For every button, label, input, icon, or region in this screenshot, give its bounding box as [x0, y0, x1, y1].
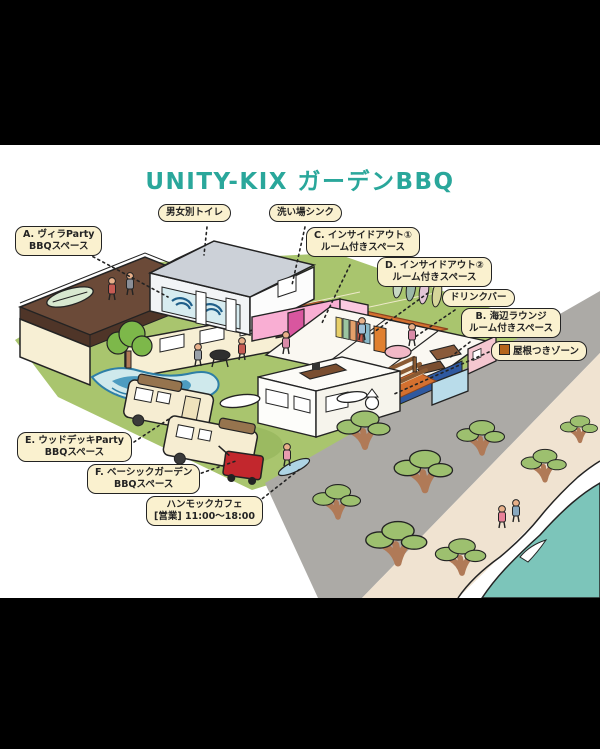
surfer	[277, 442, 311, 477]
label-sink: 洗い場シンク	[269, 204, 343, 222]
wood-table	[429, 344, 462, 361]
label-zone-d: D. インサイドアウト② ルーム付きスペース	[377, 257, 492, 287]
garden-tree	[106, 320, 153, 369]
label-zone-c: C. インサイドアウト① ルーム付きスペース	[306, 227, 420, 257]
label-zone-a-line2: BBQスペース	[29, 241, 89, 252]
label-zone-f-line1: F. ベーシックガーデン	[95, 467, 193, 478]
label-roofed-zone-text: 屋根つきゾーン	[513, 346, 580, 357]
label-zone-a: A. ヴィラParty BBQスペース	[15, 226, 103, 256]
sea	[481, 482, 600, 598]
label-sink-text: 洗い場シンク	[277, 207, 335, 218]
map-canvas: UNITY-KIX ガーデンBBQ	[0, 145, 600, 598]
round-table	[384, 344, 412, 360]
bbq-people	[193, 330, 291, 368]
hammock-cafe-building	[257, 356, 401, 438]
label-zone-c-line2: ルーム付きスペース	[320, 242, 405, 253]
label-toilet-text: 男女別トイレ	[166, 207, 224, 218]
red-cart	[218, 445, 264, 485]
label-hammock-cafe: ハンモックカフェ [営業] 11:00〜18:00	[146, 496, 263, 526]
label-drink-bar-text: ドリンクバー	[450, 292, 507, 303]
boat-on-roof	[46, 286, 94, 308]
label-zone-c-line1: C. インサイドアウト①	[314, 230, 412, 241]
label-zone-f-line2: BBQスペース	[113, 479, 174, 490]
label-zone-e: E. ウッドデッキParty BBQスペース	[17, 432, 132, 462]
letterbox-bottom	[0, 598, 600, 749]
rowboat	[219, 390, 368, 409]
label-hammock-cafe-line1: ハンモックカフェ	[166, 499, 243, 510]
garden-bbq-illustration	[15, 226, 600, 598]
label-zone-b-line1: B. 海辺ラウンジ	[475, 311, 547, 322]
label-zone-d-line2: ルーム付きスペース	[392, 272, 477, 283]
label-zone-b-line2: ルーム付きスペース	[469, 323, 554, 334]
label-zone-f: F. ベーシックガーデン BBQスペース	[87, 464, 201, 494]
label-toilet: 男女別トイレ	[158, 204, 232, 222]
cafe-counter	[298, 363, 348, 380]
road	[265, 291, 600, 598]
label-roofed-zone: 屋根つきゾーン	[491, 341, 588, 361]
leader-lines	[87, 226, 490, 503]
label-zone-e-line2: BBQスペース	[44, 447, 105, 458]
garden-rooms	[264, 306, 497, 406]
cafe-grill	[312, 363, 320, 370]
label-zone-d-line1: D. インサイドアウト②	[385, 260, 484, 271]
label-zone-e-line1: E. ウッドデッキParty	[25, 435, 124, 446]
label-drink-bar: ドリンクバー	[442, 289, 515, 307]
roofed-zone-swatch-icon	[499, 344, 510, 355]
letterbox-top	[0, 0, 600, 145]
label-roofed-zone-line: 屋根つきゾーン	[499, 344, 579, 358]
label-zone-a-line1: A. ヴィラParty	[23, 229, 95, 240]
label-zone-b: B. 海辺ラウンジ ルーム付きスペース	[461, 308, 562, 338]
cafe-lamp	[364, 395, 380, 411]
page-title: UNITY-KIX ガーデンBBQ	[145, 169, 455, 195]
label-hammock-cafe-line2: [営業] 11:00〜18:00	[154, 511, 255, 522]
toilet-building	[147, 240, 317, 336]
outer-wall-blue	[431, 368, 469, 406]
